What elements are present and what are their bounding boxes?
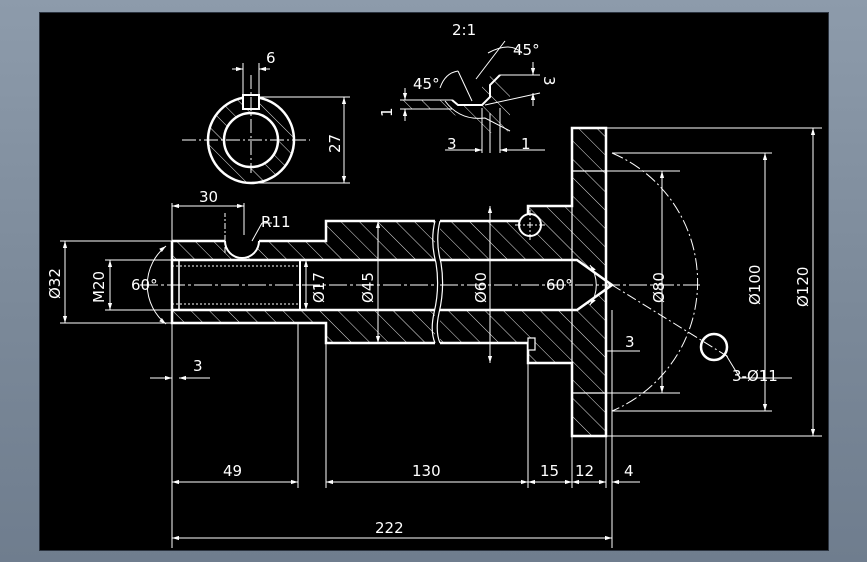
detail-dim-1-left: 1 [378,107,396,117]
detail-view [400,40,545,153]
cad-drawing: 2:1 45° 45° 3 1 3 1 6 27 30 R11 Ø32 M20 … [46,21,822,548]
detail-dim-1-bottom: 1 [521,135,531,153]
len-130-label: 130 [412,462,441,480]
radius-label: R11 [261,213,291,231]
len-49-label: 49 [223,462,242,480]
detail-dim-3-top: 3 [540,76,558,86]
len-12-label: 12 [575,462,594,480]
dia-17-label: Ø17 [310,272,328,303]
dia-60-label: Ø60 [472,272,490,303]
holes-label: 3-Ø11 [732,367,778,385]
dim-3-chamfer-label: 3 [193,357,203,375]
main-view [60,126,822,548]
detail-scale-label: 2:1 [452,21,476,39]
detail-angle-left-label: 45° [413,75,440,93]
len-222-label: 222 [375,519,404,537]
bolt-hole-circle [699,332,729,362]
dia-45-label: Ø45 [359,272,377,303]
dia-100-label: Ø100 [746,265,764,305]
section-depth-label: 27 [326,134,344,153]
dim-3-flange-label: 3 [625,333,635,351]
thread-label: M20 [90,271,108,303]
dia-120-label: Ø120 [794,267,812,307]
detail-angle-top-label: 45° [513,41,540,59]
angle-left-label: 60° [131,276,158,294]
angle-right-label: 60° [546,276,573,294]
len-4-label: 4 [624,462,634,480]
dia-32-label: Ø32 [46,268,64,299]
drawing-canvas[interactable]: 2:1 45° 45° 3 1 3 1 6 27 30 R11 Ø32 M20 … [40,13,828,550]
len-15-label: 15 [540,462,559,480]
detail-dim-3-bottom: 3 [447,135,457,153]
dia-80-label: Ø80 [650,272,668,303]
keyway-width-label: 6 [266,49,276,67]
dim-30-label: 30 [199,188,218,206]
section-view [182,63,350,185]
